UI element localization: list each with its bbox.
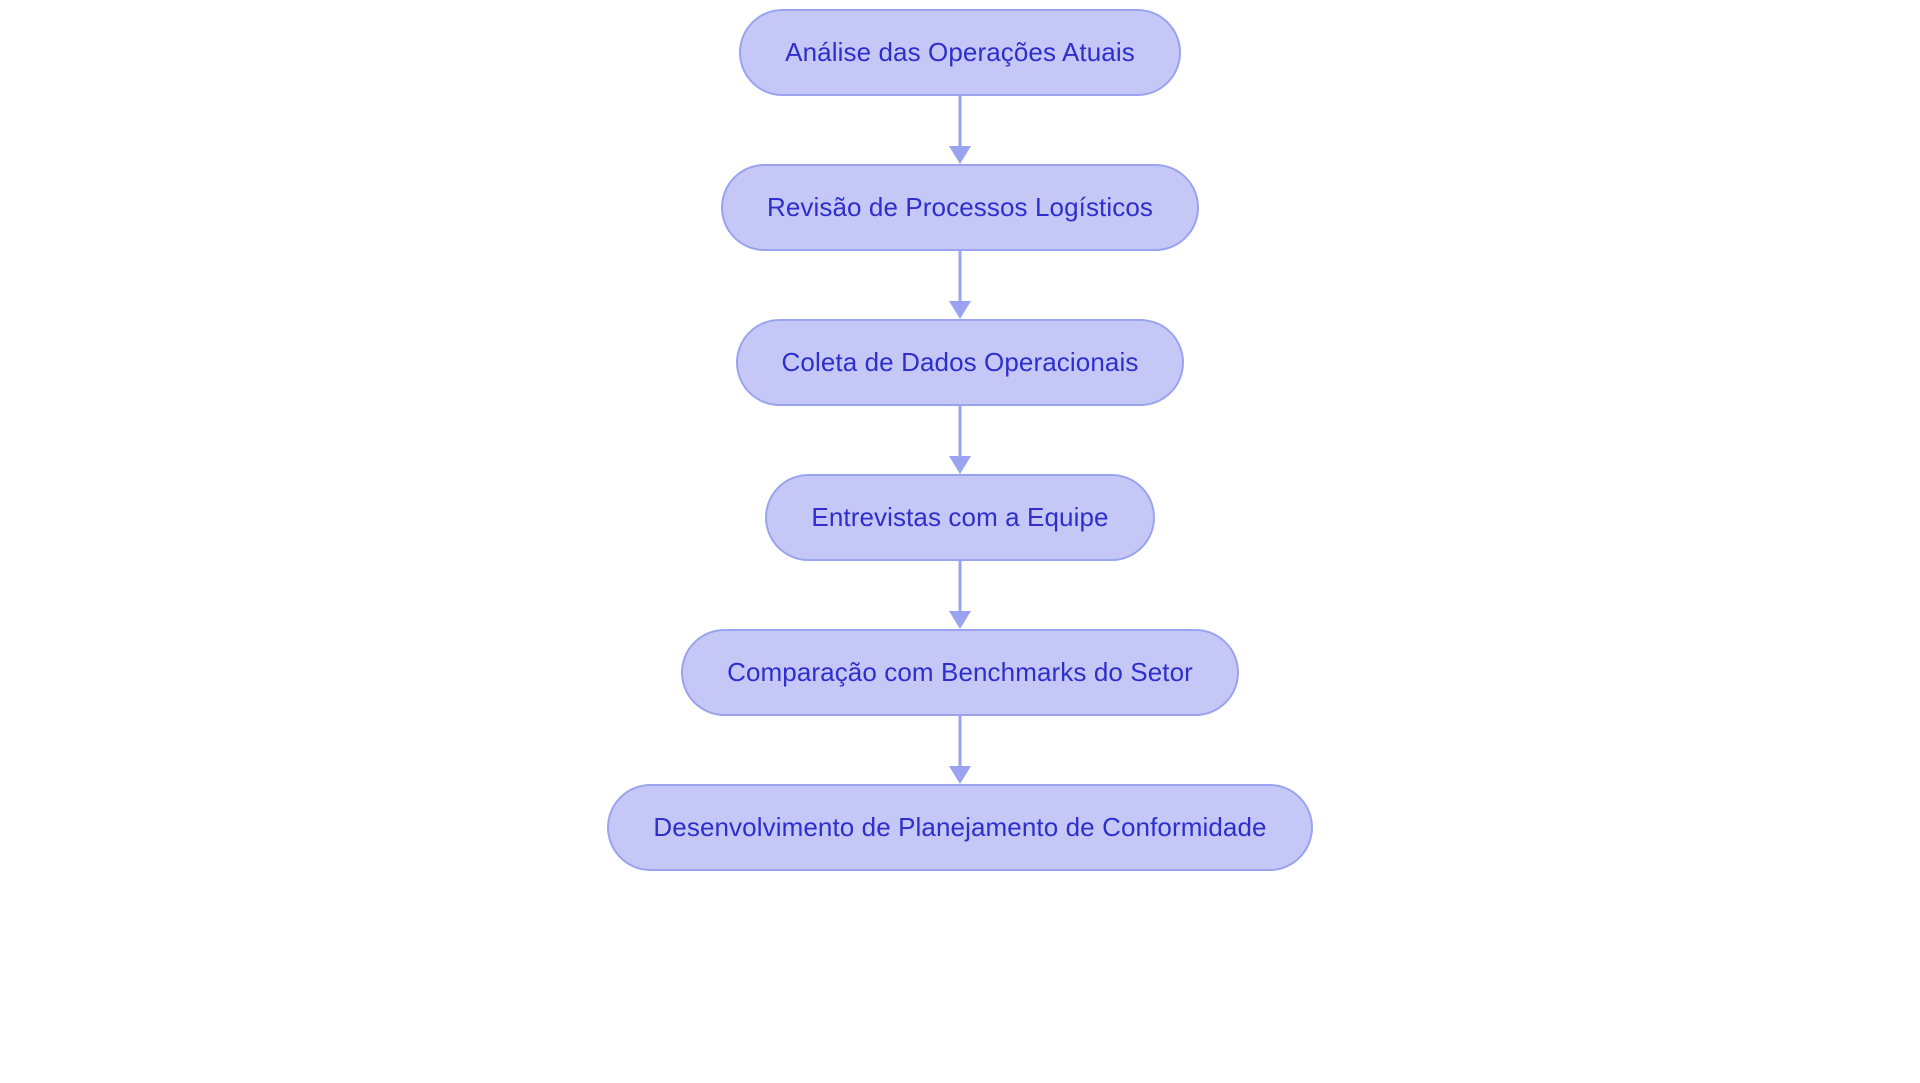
connector-line-icon: [958, 561, 962, 613]
connector-line-icon: [958, 96, 962, 148]
arrow-down-icon: [949, 611, 971, 629]
flow-node-6-label: Desenvolvimento de Planejamento de Confo…: [653, 812, 1267, 843]
flow-connector-5-to-6: [948, 716, 972, 784]
arrow-down-icon: [949, 146, 971, 164]
connector-line-icon: [958, 251, 962, 303]
flow-node-2-label: Revisão de Processos Logísticos: [766, 192, 1154, 223]
flow-node-1[interactable]: Análise das Operações Atuais: [739, 9, 1181, 96]
flow-node-5[interactable]: Comparação com Benchmarks do Setor: [681, 629, 1239, 716]
flow-node-3-label: Coleta de Dados Operacionais: [781, 347, 1139, 378]
connector-line-icon: [958, 716, 962, 768]
connector-line-icon: [958, 406, 962, 458]
flow-connector-3-to-4: [948, 406, 972, 474]
arrow-down-icon: [949, 456, 971, 474]
flow-node-1-label: Análise das Operações Atuais: [785, 37, 1135, 68]
flow-node-2[interactable]: Revisão de Processos Logísticos: [720, 164, 1200, 251]
flow-node-5-label: Comparação com Benchmarks do Setor: [727, 657, 1193, 688]
flow-node-3[interactable]: Coleta de Dados Operacionais: [735, 319, 1185, 406]
flow-connector-2-to-3: [948, 251, 972, 319]
arrow-down-icon: [949, 766, 971, 784]
flow-node-6[interactable]: Desenvolvimento de Planejamento de Confo…: [607, 784, 1313, 871]
flow-node-4[interactable]: Entrevistas com a Equipe: [765, 474, 1155, 561]
flow-connector-1-to-2: [948, 96, 972, 164]
arrow-down-icon: [949, 301, 971, 319]
flow-connector-4-to-5: [948, 561, 972, 629]
flow-node-4-label: Entrevistas com a Equipe: [811, 502, 1109, 533]
